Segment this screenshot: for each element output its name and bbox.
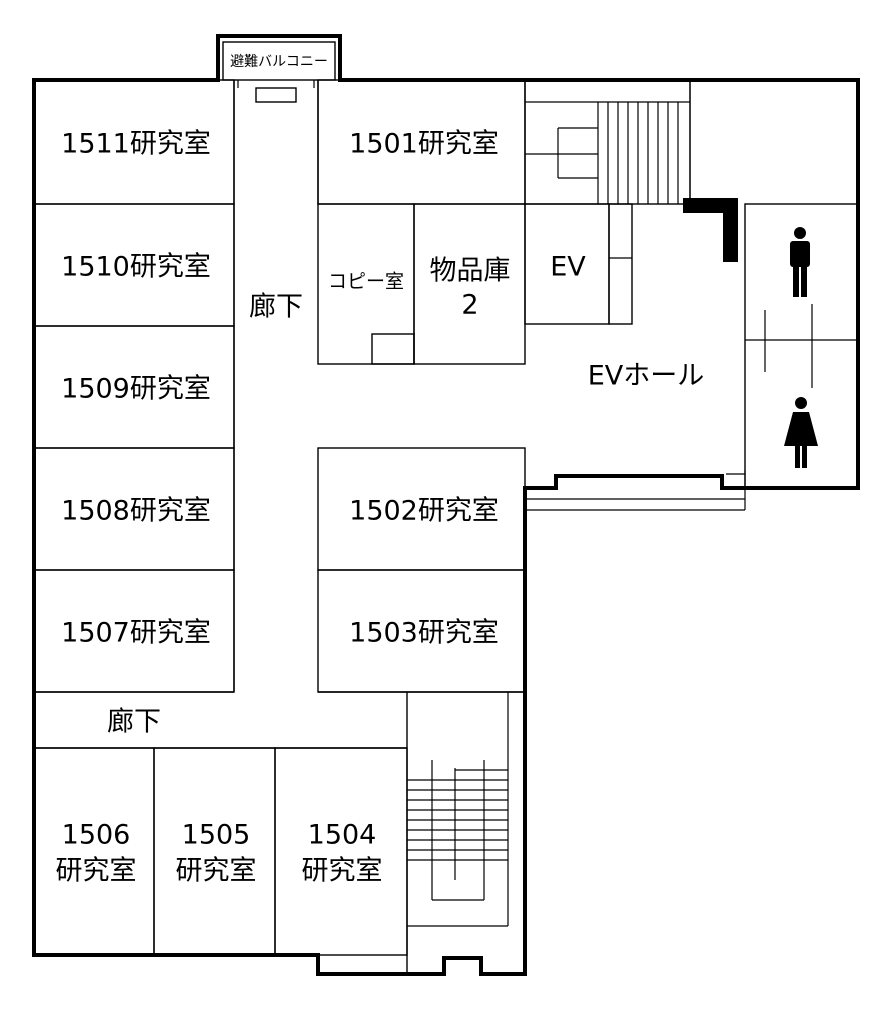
- label-1505-name: 研究室: [176, 856, 257, 887]
- room-1506[interactable]: [33, 747, 155, 956]
- label-1507: 1507研究室: [61, 618, 211, 649]
- balcony-box: [222, 41, 336, 81]
- label-1511: 1511研究室: [61, 129, 211, 160]
- label-corridor-vertical: 廊下: [249, 292, 303, 323]
- room-1505[interactable]: [153, 747, 276, 956]
- label-1501: 1501研究室: [349, 129, 499, 160]
- label-1506-number: 1506: [62, 820, 131, 851]
- label-1503: 1503研究室: [349, 618, 499, 649]
- label-1504-name: 研究室: [302, 856, 383, 887]
- label-1506-name: 研究室: [56, 856, 137, 887]
- label-storage-line1: 物品庫: [430, 256, 511, 287]
- label-balcony: 避難バルコニー: [230, 54, 328, 70]
- ev-side: [608, 203, 633, 325]
- restroom-block: [744, 203, 859, 489]
- outer-wall: [32, 34, 860, 976]
- copy-room-closet: [371, 333, 415, 365]
- vent: [255, 87, 297, 103]
- stairs-bottom[interactable]: [406, 692, 509, 974]
- male-restroom-icon: [790, 227, 810, 297]
- label-1510: 1510研究室: [61, 252, 211, 283]
- female-restroom-icon: [784, 397, 818, 468]
- label-ev-hall: EVホール: [588, 361, 705, 392]
- label-storage-line2: 2: [461, 290, 478, 321]
- label-copy-room: コピー室: [328, 271, 404, 293]
- stairs-top[interactable]: [524, 79, 691, 205]
- label-ev: EV: [550, 252, 586, 283]
- label-corridor-horizontal: 廊下: [107, 707, 161, 738]
- label-1508: 1508研究室: [61, 496, 211, 527]
- label-1509: 1509研究室: [61, 374, 211, 405]
- label-1505-number: 1505: [182, 820, 251, 851]
- label-1502: 1502研究室: [349, 496, 499, 527]
- structural-wall: [683, 198, 738, 262]
- room-1504[interactable]: [274, 747, 408, 956]
- label-1504-number: 1504: [308, 820, 377, 851]
